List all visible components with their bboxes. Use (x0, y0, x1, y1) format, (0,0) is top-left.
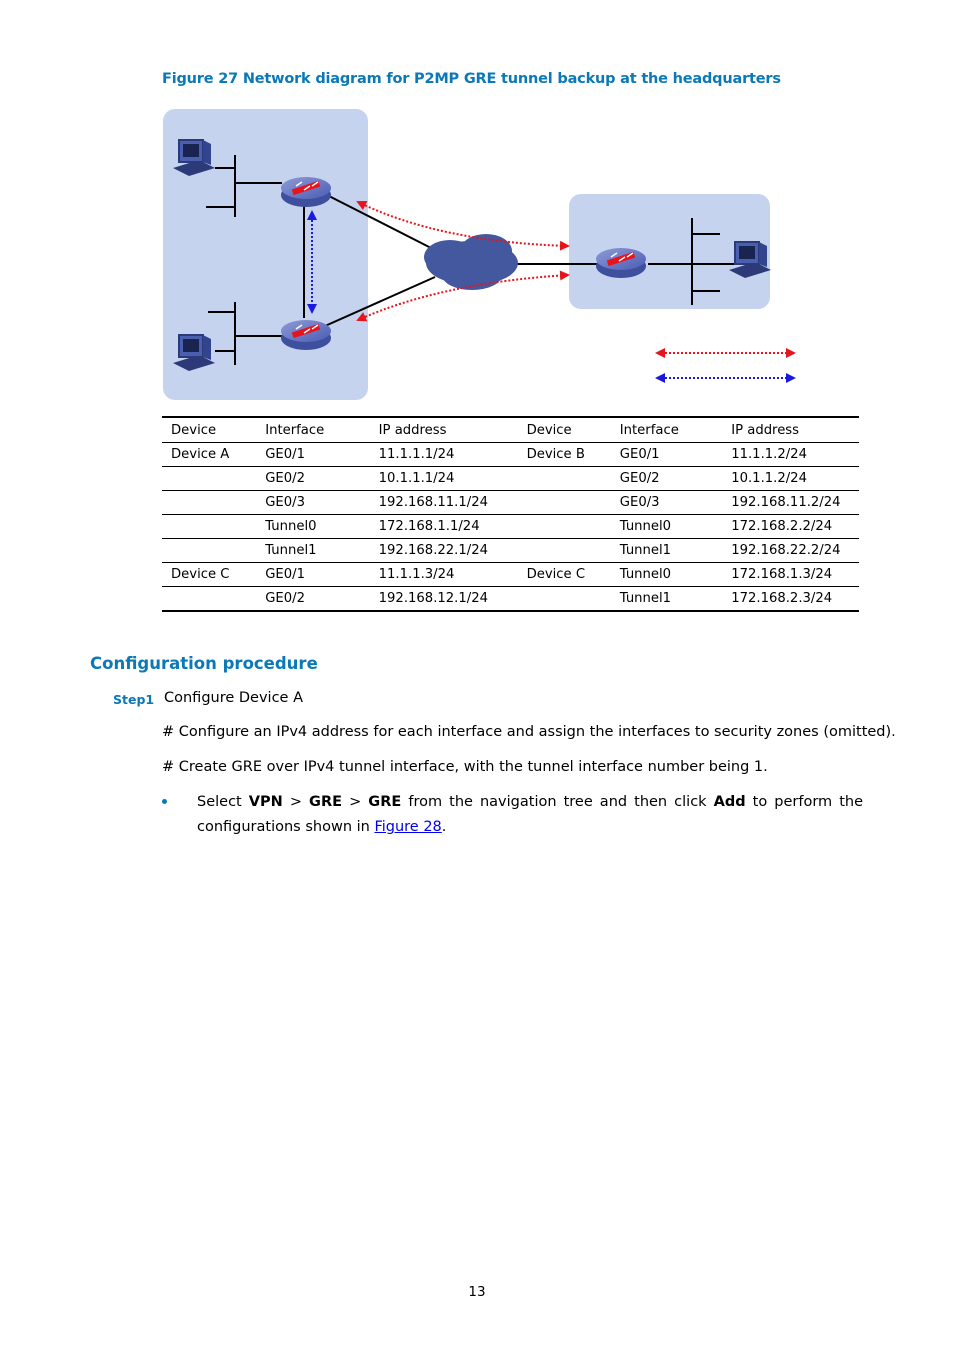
router-icon (596, 248, 646, 278)
section-heading: Configuration procedure (90, 654, 318, 673)
table-cell: 10.1.1.2/24 (722, 466, 859, 491)
bullet-icon (162, 799, 167, 804)
bullet-text-part: Select (197, 794, 249, 810)
pc-icon (173, 139, 215, 176)
nav-vpn: VPN (248, 794, 283, 810)
table-cell: Tunnel0 (610, 562, 723, 587)
pc-icon (173, 334, 215, 371)
table-header-cell: Device (162, 417, 257, 443)
bullet-separator: > (342, 794, 369, 810)
branch-site (569, 194, 770, 309)
network-diagram (163, 109, 796, 400)
table-cell: 11.1.1.3/24 (369, 562, 518, 587)
step-text: Configure Device A (164, 690, 304, 706)
table-cell: 192.168.22.2/24 (722, 538, 859, 563)
table-cell: 172.168.2.2/24 (722, 514, 859, 539)
table-cell: 192.168.11.2/24 (722, 490, 859, 515)
bullet-instruction: Select VPN > GRE > GRE from the navigati… (197, 790, 863, 840)
table-cell (162, 514, 257, 539)
table-cell: Tunnel0 (610, 514, 723, 539)
bullet-text-part: . (441, 819, 447, 835)
tunnel-arrow-upper (356, 201, 570, 251)
table-cell (162, 490, 257, 515)
figure-title: Figure 27 Network diagram for P2MP GRE t… (162, 71, 781, 87)
table-cell: 10.1.1.1/24 (369, 466, 518, 491)
table-cell: 172.168.2.3/24 (731, 591, 833, 606)
table-row: Device A GE0/1 11.1.1.1/24 Device B GE0/… (162, 442, 859, 467)
table-cell: Device B (517, 442, 611, 467)
table-cell: 172.168.1.3/24 (722, 562, 859, 587)
table-row: Tunnel1 192.168.22.1/24 Tunnel1 192.168.… (162, 538, 859, 563)
table-cell: Device A (162, 442, 257, 467)
table-cell: Tunnel1 (610, 538, 723, 563)
table-row: GE0/3 192.168.11.1/24 GE0/3 192.168.11.2… (162, 490, 859, 515)
table-cell (517, 514, 611, 539)
table-header-cell: Device (517, 417, 611, 443)
table-cell (517, 490, 611, 515)
table-cell: 11.1.1.2/24 (722, 442, 859, 467)
bullet-text-part: to perform the configurations shown in (197, 794, 864, 835)
table-cell: GE0/2 (265, 591, 305, 606)
table-cell: GE0/2 (610, 466, 723, 491)
table-header-row: Device Interface IP address Device Inter… (162, 417, 859, 443)
paragraph-configure-ipv4: # Configure an IPv4 address for each int… (162, 724, 896, 740)
table-cell (517, 466, 611, 491)
tunnel-arrow-lower (356, 270, 570, 322)
table-cell: Tunnel1 (619, 591, 672, 606)
router-icon (281, 177, 331, 207)
table-cell (162, 466, 257, 491)
table-cell: 11.1.1.1/24 (369, 442, 518, 467)
table-row: Device C GE0/1 11.1.1.3/24 Device C Tunn… (162, 562, 859, 587)
table-cell: GE0/1 (610, 442, 723, 467)
table-row: GE0/2 192.168.12.1/24 Tunnel1 172.168.2.… (162, 587, 859, 612)
table-cell (517, 538, 611, 563)
cloud-icon (424, 234, 518, 290)
table-row: Tunnel0 172.168.1.1/24 Tunnel0 172.168.2… (162, 514, 859, 539)
table-header-cell: Interface (256, 417, 370, 443)
table-header-cell: Interface (610, 417, 723, 443)
table-cell: Device C (517, 562, 611, 587)
table-header-cell: IP address (722, 417, 859, 443)
table-cell: Tunnel0 (256, 514, 370, 539)
table-header-cell: IP address (369, 417, 518, 443)
table-cell: Tunnel1 (256, 538, 370, 563)
figure-28-link[interactable]: Figure 28 (374, 819, 442, 835)
table-cell: 192.168.11.1/24 (369, 490, 518, 515)
table-cell: GE0/1 (256, 442, 370, 467)
bullet-text-part: from the navigation tree and then click (401, 794, 714, 810)
table-cell (162, 587, 256, 612)
bullet-separator: > (282, 794, 310, 810)
nav-gre: GRE (309, 794, 343, 810)
table-cell: GE0/1 (256, 562, 370, 587)
router-icon (281, 320, 331, 350)
ip-address-table: Device Interface IP address Device Inter… (162, 416, 859, 612)
table-cell: GE0/3 (610, 490, 723, 515)
table-cell: GE0/2 (256, 466, 370, 491)
table-cell: 192.168.22.1/24 (369, 538, 518, 563)
nav-gre-leaf: GRE (368, 794, 402, 810)
table-row: GE0/2 10.1.1.1/24 GE0/2 10.1.1.2/24 (162, 466, 859, 491)
pc-icon (729, 241, 771, 278)
step-label: Step1 (113, 692, 155, 707)
table-cell: Device C (162, 562, 257, 587)
table-cell: 172.168.1.1/24 (369, 514, 518, 539)
table-cell: GE0/3 (256, 490, 370, 515)
add-button-label: Add (713, 794, 746, 810)
table-cell: 192.168.12.1/24 (378, 591, 488, 606)
paragraph-create-gre: # Create GRE over IPv4 tunnel interface,… (162, 759, 768, 775)
table-cell (162, 538, 257, 563)
table-cell (518, 587, 611, 612)
page-number: 13 (468, 1284, 486, 1300)
